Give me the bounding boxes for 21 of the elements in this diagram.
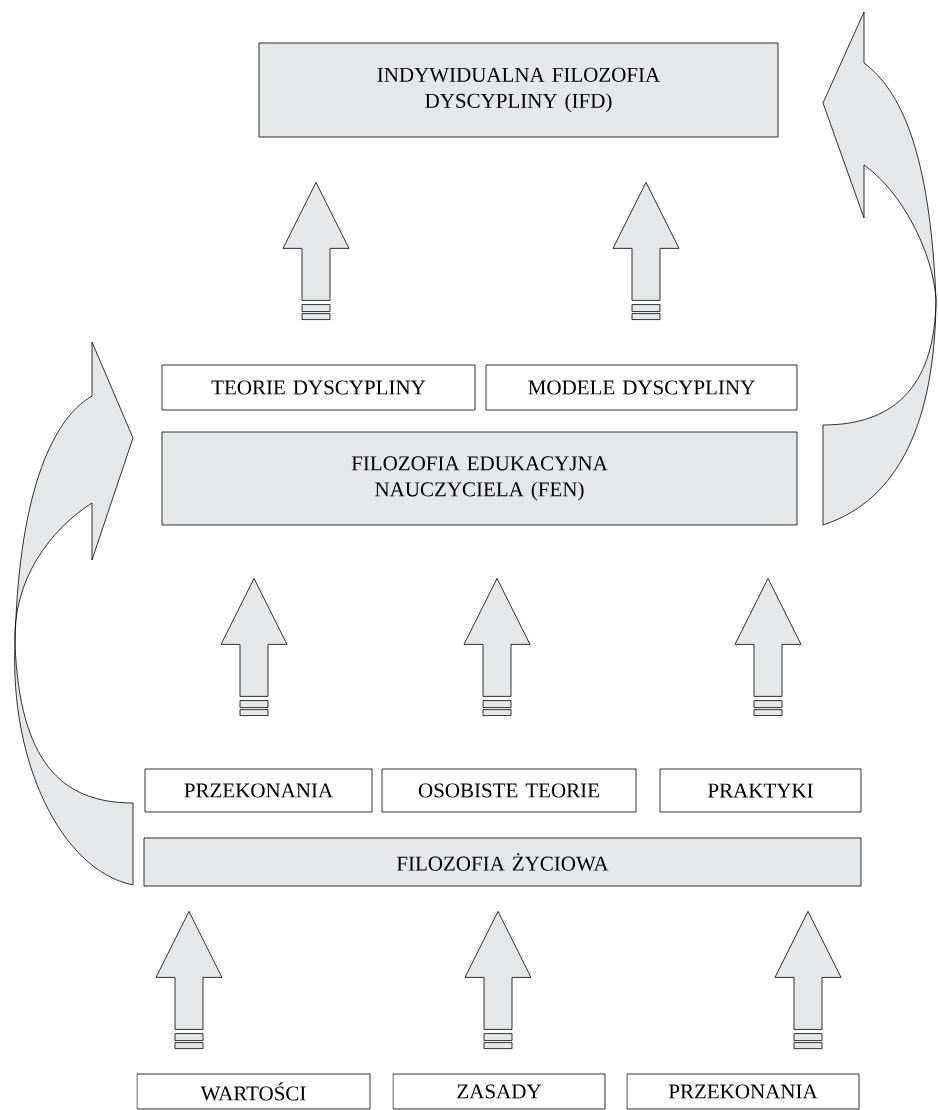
item-box: PRAKTYKI [659, 768, 862, 813]
curved-arrow [822, 11, 937, 526]
title-box: INDYWIDUALNA FILOZOFIA DYSCYPLINY (IFD) [258, 42, 779, 138]
item-box: OSOBISTE TEORIE [381, 768, 637, 813]
block-arrow [734, 578, 802, 716]
block-arrow [282, 182, 350, 320]
block-arrow [220, 578, 288, 716]
item-box: TEORIE DYSCYPLINY [161, 364, 476, 411]
item-box: MODELE DYSCYPLINY [485, 364, 798, 411]
block-arrow [612, 182, 680, 320]
block-arrow [774, 911, 842, 1049]
level-box: FILOZOFIA ŻYCIOWA [143, 837, 862, 887]
item-box: WARTOŚCI [136, 1073, 371, 1110]
curved-arrow [14, 341, 134, 886]
item-box: PRZEKONANIA [626, 1073, 860, 1110]
item-box: ZASADY [392, 1073, 606, 1110]
block-arrow [463, 578, 531, 716]
block-arrow [464, 911, 532, 1049]
item-box: PRZEKONANIA [144, 768, 373, 813]
block-arrow [155, 911, 223, 1049]
level-box: FILOZOFIA EDUKACYJNA NAUCZYCIELA (FEN) [161, 431, 798, 526]
